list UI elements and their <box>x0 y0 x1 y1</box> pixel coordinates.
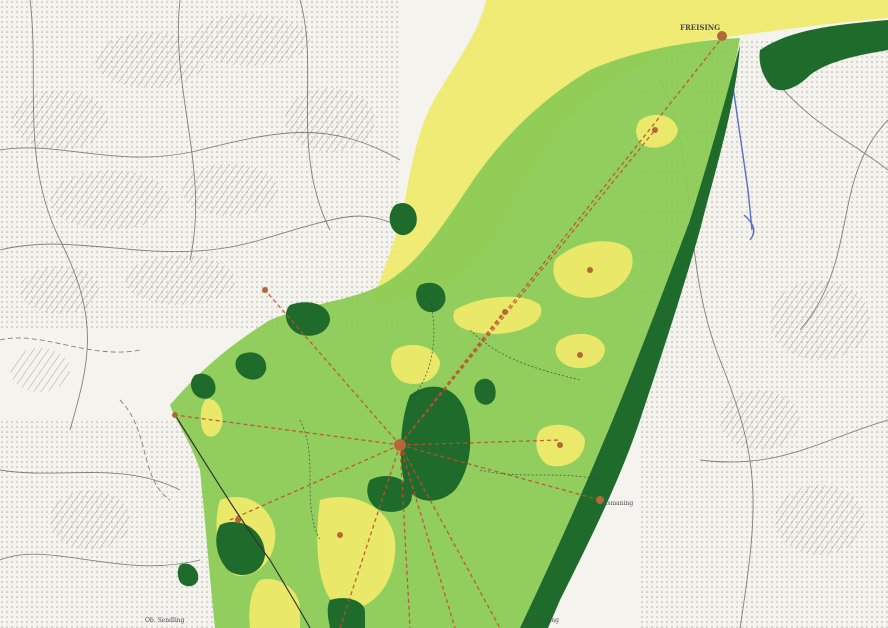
label-top-right-town: FREISING <box>680 23 720 32</box>
settlement-dot <box>394 439 406 451</box>
settlement-dot <box>337 532 343 538</box>
place-labels: FREISING Ismaning Fr. Föhring Ob. Sendli… <box>145 23 720 624</box>
settlement-dot <box>172 412 178 418</box>
radial-routes <box>174 37 723 628</box>
settlement-dot <box>262 287 268 293</box>
forest-areas <box>177 20 888 628</box>
settlements <box>172 31 727 538</box>
settlement-dot <box>577 352 583 358</box>
settlement-dot <box>587 267 593 273</box>
parish-boundaries <box>299 299 601 541</box>
meadow-zone <box>170 38 740 628</box>
settlement-dot <box>502 309 508 315</box>
canal-lines <box>731 79 755 241</box>
settlement-dot <box>557 442 563 448</box>
settlement-dot <box>717 31 727 41</box>
label-bottom-left: Ob. Sendling <box>145 617 185 624</box>
settlement-dot <box>596 496 604 504</box>
settlement-dot <box>235 517 241 523</box>
label-lower-right-town: Ismaning <box>605 500 633 507</box>
label-bottom-right: Fr. Föhring <box>525 617 559 624</box>
main-road <box>174 414 311 628</box>
settlement-dot <box>652 127 658 133</box>
